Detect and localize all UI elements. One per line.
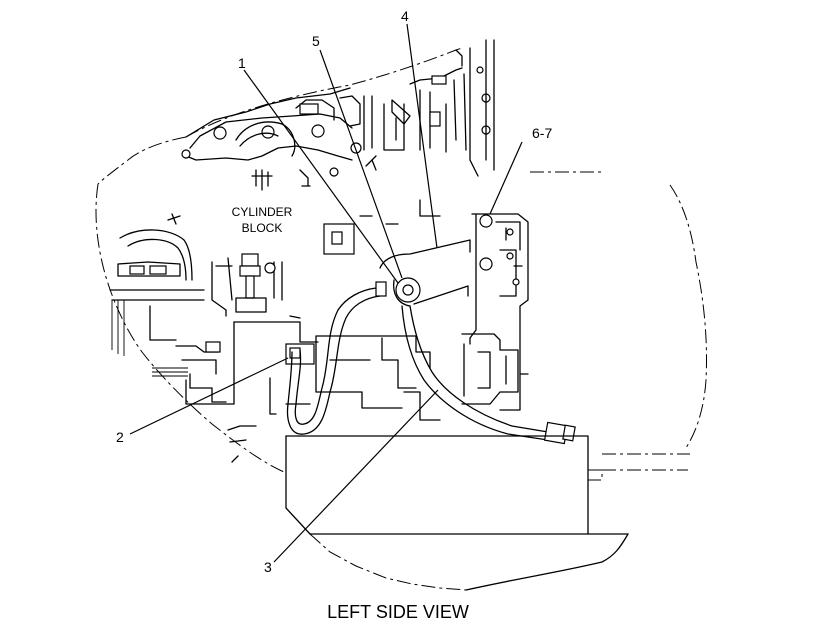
- callout-1: 1: [238, 55, 246, 71]
- callout-3: 3: [264, 559, 272, 575]
- oil-tube: [286, 281, 576, 445]
- engine-phantom-outline: [95, 47, 708, 481]
- mount-bolt-6: [479, 214, 493, 228]
- leader-2: [129, 357, 289, 435]
- support-bracket: [379, 239, 471, 307]
- block-plate: [323, 223, 355, 255]
- lower-assembly: [152, 321, 529, 463]
- head-bolt-2: [261, 125, 275, 139]
- leader-3: [273, 389, 439, 563]
- leader-4: [406, 23, 438, 249]
- mount-plate: [469, 213, 529, 411]
- callout-2: 2: [116, 429, 124, 445]
- callout-6-7: 6-7: [532, 125, 552, 141]
- leader-1: [243, 69, 399, 284]
- head-bolt-5: [181, 149, 191, 159]
- leader-6-7: [489, 141, 523, 215]
- callout-4: 4: [401, 8, 409, 24]
- head-bolt-3: [311, 124, 325, 138]
- cylinder-block-details: [109, 213, 399, 356]
- callout-leaders: [129, 23, 523, 563]
- oil-pan: [285, 435, 629, 591]
- cylinder-head-components: [181, 39, 495, 217]
- block-fitting: [227, 253, 283, 313]
- head-bolt-1: [213, 126, 227, 140]
- mount-bolt-7: [479, 257, 493, 271]
- cylinder-block-label-line1: CYLINDER: [232, 205, 293, 219]
- cylinder-block-label-line2: BLOCK: [242, 221, 283, 235]
- view-caption: LEFT SIDE VIEW: [327, 602, 469, 622]
- head-bolt-4: [350, 142, 362, 154]
- callout-5: 5: [312, 33, 320, 49]
- leader-5: [319, 49, 403, 279]
